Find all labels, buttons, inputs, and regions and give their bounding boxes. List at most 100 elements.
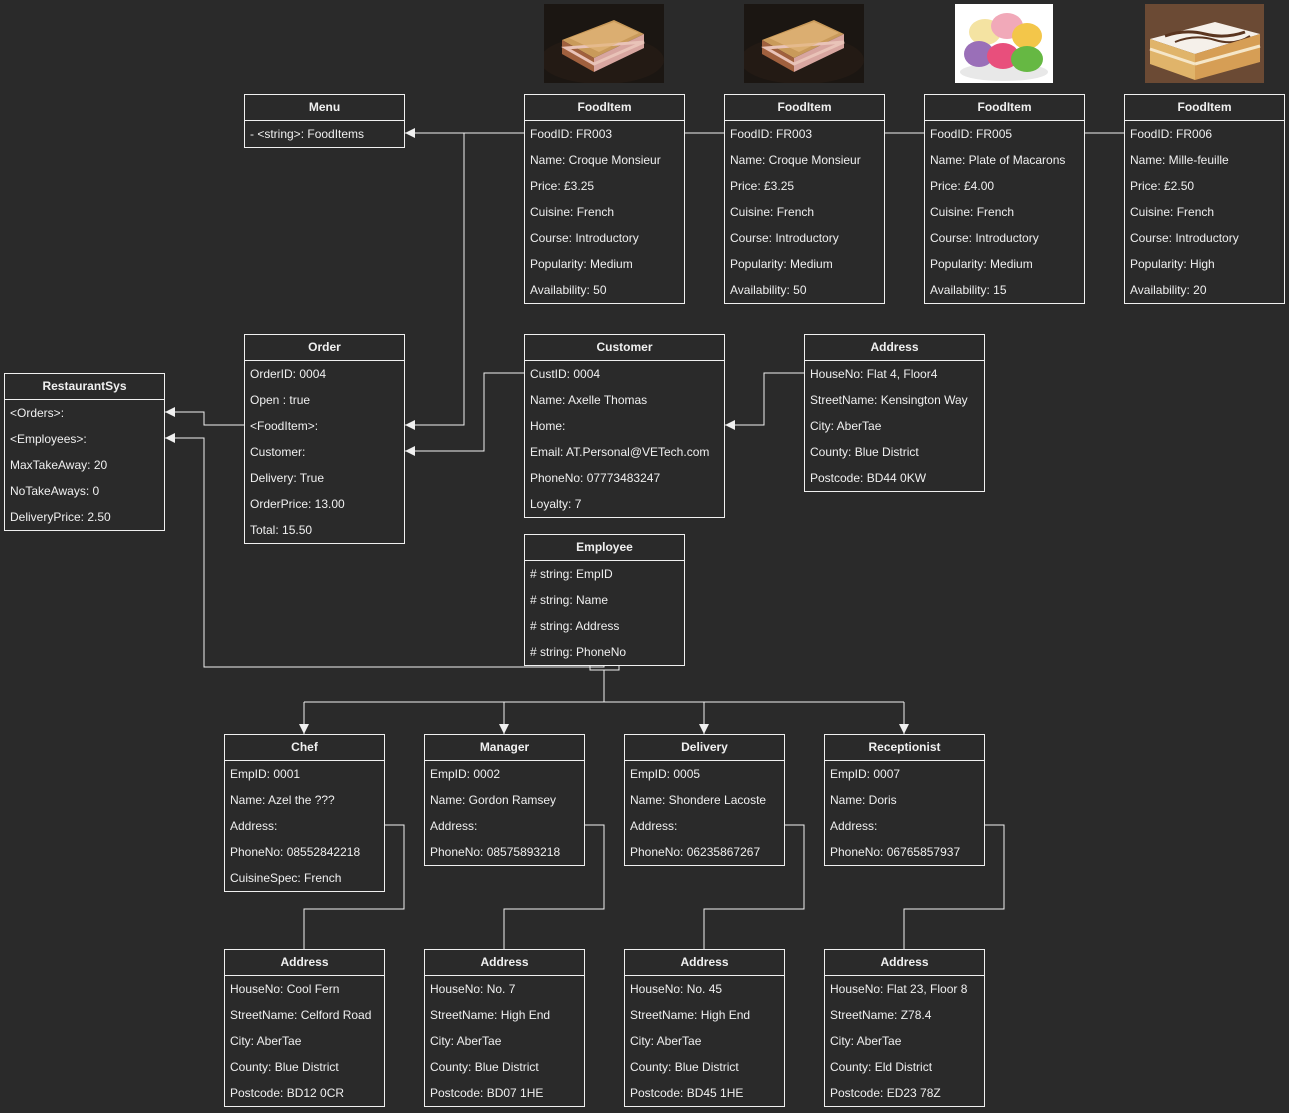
class-attribute: Address: (430, 819, 478, 833)
class-attribute: Course: Introductory (530, 231, 639, 245)
class-attribute: CustID: 0004 (530, 367, 601, 381)
class-title: Customer (525, 335, 724, 361)
class-attribute: StreetName: Celford Road (230, 1008, 372, 1022)
class-attribute: <Orders>: (10, 406, 65, 420)
class-attribute: Name: Croque Monsieur (730, 153, 861, 167)
class-attribute: Address: (630, 819, 678, 833)
class-title: Address (625, 950, 784, 976)
class-attribute: FoodID: FR003 (530, 127, 613, 141)
croque-monsieur-image (744, 4, 864, 83)
class-attribute: City: AberTae (830, 1034, 902, 1048)
class-attribute: Email: AT.Personal@VETech.com (530, 445, 710, 459)
mille-feuille-image (1145, 4, 1264, 83)
class-attribute: Name: Gordon Ramsey (430, 793, 557, 807)
address-to-customer-line (725, 372, 804, 430)
class-attribute: Name: Mille-feuille (1130, 153, 1229, 167)
class-attribute: Open : true (250, 393, 311, 407)
class-attribute: HouseNo: Flat 23, Floor 8 (830, 982, 968, 996)
class-attribute: Customer: (250, 445, 306, 459)
class-attribute: Postcode: ED23 78Z (830, 1086, 941, 1100)
class-title: FoodItem (725, 95, 884, 121)
class-attribute: PhoneNo: 07773483247 (530, 471, 661, 485)
class-title: Menu (245, 95, 404, 121)
class-attribute: Cuisine: French (1130, 205, 1215, 219)
class-attribute: County: Blue District (230, 1060, 339, 1074)
class-attribute: # string: EmpID (530, 567, 613, 581)
class-attribute: Course: Introductory (1130, 231, 1239, 245)
class-attribute: Availability: 20 (1130, 283, 1207, 297)
class-attribute: HouseNo: Cool Fern (230, 982, 340, 996)
class-attribute: Cuisine: French (930, 205, 1015, 219)
class-attribute: MaxTakeAway: 20 (10, 458, 108, 472)
class-attribute: Price: £3.25 (530, 179, 595, 193)
class-attribute: HouseNo: No. 7 (430, 982, 516, 996)
class-attribute: CuisineSpec: French (230, 871, 342, 885)
class-attribute: NoTakeAways: 0 (10, 484, 100, 498)
employee-class[interactable]: Employee# string: EmpID# string: Name# s… (524, 534, 685, 666)
class-title: Manager (425, 735, 584, 761)
customer-to-order-line (405, 372, 524, 456)
class-attribute: Home: (530, 419, 566, 433)
class-attribute: HouseNo: No. 45 (630, 982, 723, 996)
class-attribute: FoodID: FR003 (730, 127, 813, 141)
class-attribute: HouseNo: Flat 4, Floor4 (810, 367, 938, 381)
restaurantsys-class[interactable]: RestaurantSys<Orders>:<Employees>:MaxTak… (4, 373, 165, 531)
class-attribute: Name: Croque Monsieur (530, 153, 661, 167)
class-attribute: EmpID: 0005 (630, 767, 701, 781)
class-title: Address (805, 335, 984, 361)
class-title: FoodItem (1125, 95, 1284, 121)
class-attribute: Popularity: Medium (530, 257, 633, 271)
class-title: FoodItem (525, 95, 684, 121)
class-attribute: Cuisine: French (730, 205, 815, 219)
class-attribute: City: AberTae (430, 1034, 502, 1048)
class-title: Order (245, 335, 404, 361)
class-attribute: Course: Introductory (930, 231, 1039, 245)
class-attribute: Name: Axelle Thomas (530, 393, 648, 407)
class-attribute: County: Eld District (830, 1060, 933, 1074)
order-to-restaurant-line (165, 407, 244, 426)
class-attribute: Name: Doris (830, 793, 897, 807)
class-attribute: Name: Plate of Macarons (930, 153, 1066, 167)
class-attribute: EmpID: 0007 (830, 767, 901, 781)
class-attribute: County: Blue District (810, 445, 919, 459)
class-attribute: Popularity: High (1130, 257, 1215, 271)
class-attribute: Postcode: BD44 0KW (810, 471, 927, 485)
class-title: Address (825, 950, 984, 976)
class-attribute: City: AberTae (230, 1034, 302, 1048)
class-attribute: # string: PhoneNo (530, 645, 627, 659)
class-attribute: Address: (230, 819, 278, 833)
class-title: RestaurantSys (5, 374, 164, 400)
class-attribute: Availability: 50 (530, 283, 607, 297)
class-title: Address (225, 950, 384, 976)
class-title: Address (425, 950, 584, 976)
class-attribute: StreetName: Z78.4 (830, 1008, 932, 1022)
menu-class[interactable]: Menu- <string>: FoodItems (244, 94, 405, 148)
class-attribute: PhoneNo: 06235867267 (630, 845, 761, 859)
class-attribute: PhoneNo: 08552842218 (230, 845, 361, 859)
class-attribute: Availability: 15 (930, 283, 1007, 297)
class-attribute: Postcode: BD12 0CR (230, 1086, 345, 1100)
class-attribute: # string: Name (530, 593, 609, 607)
class-attribute: County: Blue District (630, 1060, 739, 1074)
class-attribute: PhoneNo: 08575893218 (430, 845, 561, 859)
class-attribute: Name: Shondere Lacoste (630, 793, 767, 807)
class-attribute: # string: Address (530, 619, 620, 633)
class-attribute: FoodID: FR006 (1130, 127, 1213, 141)
class-attribute: OrderID: 0004 (250, 367, 327, 381)
class-attribute: PhoneNo: 06765857937 (830, 845, 961, 859)
